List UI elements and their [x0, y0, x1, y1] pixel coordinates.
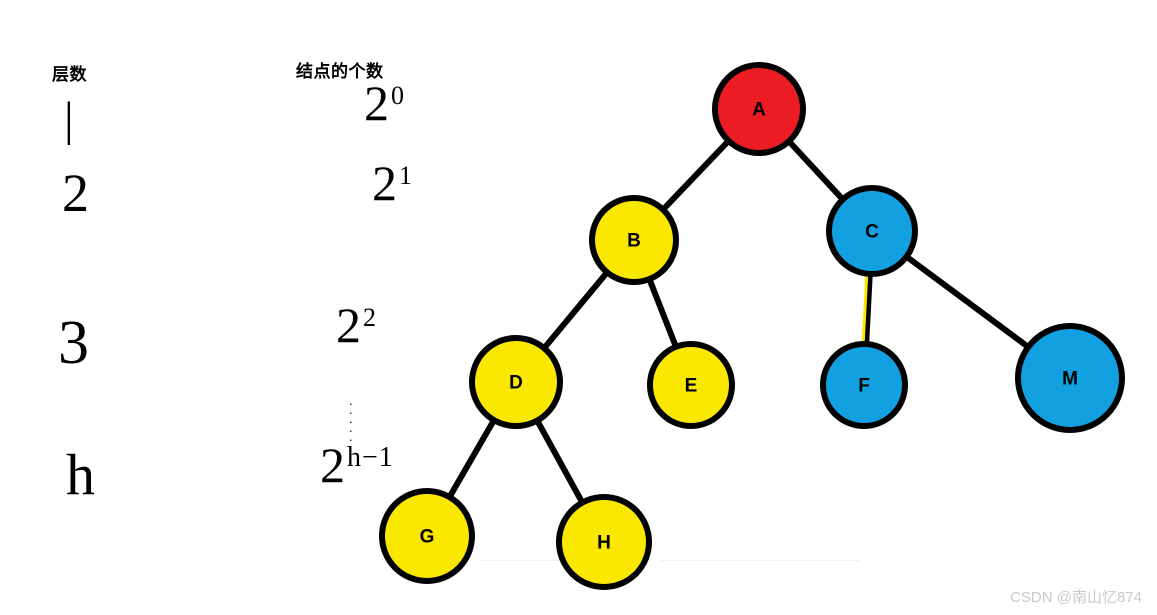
tree-node-label-c: C	[865, 222, 879, 243]
tree-node-label-e: E	[685, 376, 698, 397]
watermark-text: CSDN @南山忆874	[1010, 589, 1142, 606]
tree-node-circle-b	[589, 195, 679, 285]
tree-node-label-a: A	[752, 100, 766, 121]
tree-node-m[interactable]: M	[1015, 323, 1125, 433]
node-count-base-3: 2	[336, 297, 361, 353]
node-count-exp-3: 2	[363, 302, 376, 332]
node-count-base-2: 2	[372, 155, 397, 211]
tree-node-e[interactable]: E	[647, 341, 735, 429]
tree-node-a[interactable]: A	[712, 62, 806, 156]
level-value-1: |	[64, 93, 74, 146]
tree-node-label-d: D	[509, 373, 523, 394]
tree-node-g[interactable]: G	[379, 488, 475, 584]
level-value-3: 3	[58, 309, 89, 377]
tree-edge-a-c	[786, 139, 846, 202]
tree-node-label-f: F	[858, 376, 870, 397]
tree-node-circle-h	[556, 494, 652, 590]
tree-node-circle-a	[712, 62, 806, 156]
node-count-exp-1: 0	[391, 80, 404, 110]
faint-artifact-line-right	[660, 560, 860, 561]
tree-edge-highlight-c-f	[861, 273, 869, 345]
tree-edge-c-m	[904, 254, 1031, 350]
tree-node-label-h: H	[597, 533, 611, 554]
tree-node-label-b: B	[627, 231, 641, 252]
node-count-base-h: 2	[320, 437, 345, 493]
tree-node-circle-d	[469, 335, 563, 429]
tree-edge-b-d	[541, 270, 610, 351]
tree-node-label-m: M	[1062, 369, 1078, 390]
vertical-ellipsis: .....	[349, 393, 353, 444]
tree-node-label-g: G	[420, 527, 435, 548]
tree-node-h[interactable]: H	[556, 494, 652, 590]
column-header-levels: 层数	[52, 65, 87, 84]
node-count-exp-h: h−1	[347, 441, 394, 473]
node-count-base-1: 2	[364, 75, 389, 131]
node-count-level-3: 22	[336, 297, 376, 353]
tree-node-circle-m	[1015, 323, 1125, 433]
tree-edge-d-h	[534, 418, 585, 505]
tree-edge-a-b	[660, 138, 731, 212]
tree-edge-b-e	[646, 277, 679, 349]
tree-node-b[interactable]: B	[589, 195, 679, 285]
node-count-level-h: 2h−1	[320, 437, 394, 493]
tree-node-d[interactable]: D	[469, 335, 563, 429]
tree-node-circle-g	[379, 488, 475, 584]
node-count-level-1: 20	[364, 75, 404, 131]
tree-node-c[interactable]: C	[826, 185, 918, 277]
level-value-2: 2	[62, 163, 89, 223]
node-count-level-2: 21	[372, 155, 412, 211]
tree-node-circle-c	[826, 185, 918, 277]
tree-node-circle-e	[647, 341, 735, 429]
tree-edge-c-f	[863, 271, 873, 347]
level-value-h: h	[66, 442, 95, 507]
column-header-node-count: 结点的个数	[296, 62, 384, 81]
tree-node-f[interactable]: F	[820, 341, 908, 429]
node-count-exp-2: 1	[399, 160, 412, 190]
tree-edge-d-g	[447, 417, 497, 500]
tree-edge-layer	[447, 138, 1031, 505]
tree-node-circle-f	[820, 341, 908, 429]
tree-node-layer: A B C D E F M G H	[379, 62, 1125, 590]
